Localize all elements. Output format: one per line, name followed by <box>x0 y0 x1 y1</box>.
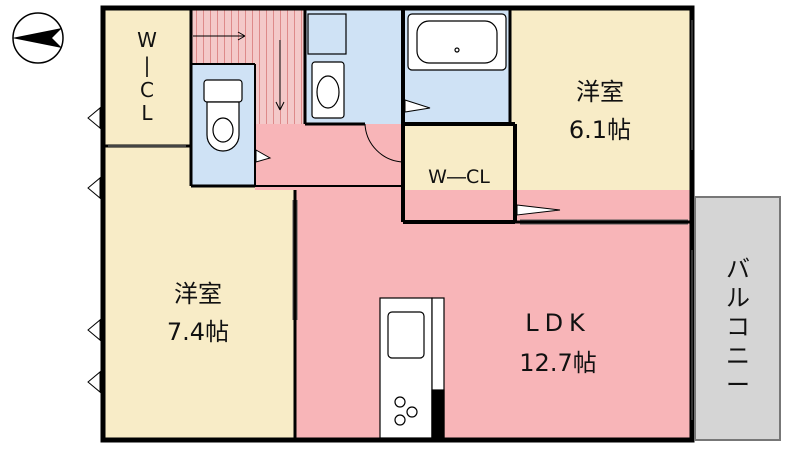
balcony-label-ni: ニ <box>726 342 750 370</box>
balcony-label-ko: コ <box>726 313 750 341</box>
kitchen-counter <box>379 297 445 439</box>
wcl-center-label: W―CL <box>428 166 490 188</box>
door-icon <box>108 99 688 320</box>
wcl-left-label-l: L <box>141 101 153 125</box>
wcl-left-label-bar: | <box>144 53 151 77</box>
compass-icon <box>12 12 64 64</box>
washbasin-icon <box>307 13 347 119</box>
ldk-size: 12.7帖 <box>519 349 596 377</box>
window-icon <box>87 20 693 420</box>
stove-icon <box>394 396 418 426</box>
balcony-label-ba: バ <box>726 255 750 283</box>
wcl-left-label-c: C <box>140 78 154 102</box>
balcony-label-dash: ー <box>726 371 750 399</box>
western-room-left <box>103 146 295 440</box>
western-room-right-name: 洋室 <box>576 78 624 106</box>
western-room-left-name: 洋室 <box>174 280 222 308</box>
western-room-right-size: 6.1帖 <box>569 116 631 144</box>
toilet-icon <box>203 79 243 152</box>
wcl-left-room <box>103 8 191 146</box>
balcony-label-ru: ル <box>726 284 750 312</box>
bathtub-icon <box>407 13 507 71</box>
hallway <box>255 124 403 190</box>
staircase-icon <box>191 8 305 124</box>
western-room-right <box>510 8 692 222</box>
walls <box>100 5 695 443</box>
ldk-room <box>295 190 692 440</box>
sink-icon <box>387 311 425 359</box>
western-room-left-size: 7.4帖 <box>167 318 229 346</box>
balcony <box>695 197 780 440</box>
ldk-name: LDK <box>525 309 591 337</box>
wcl-left-label-w: W <box>137 28 157 52</box>
